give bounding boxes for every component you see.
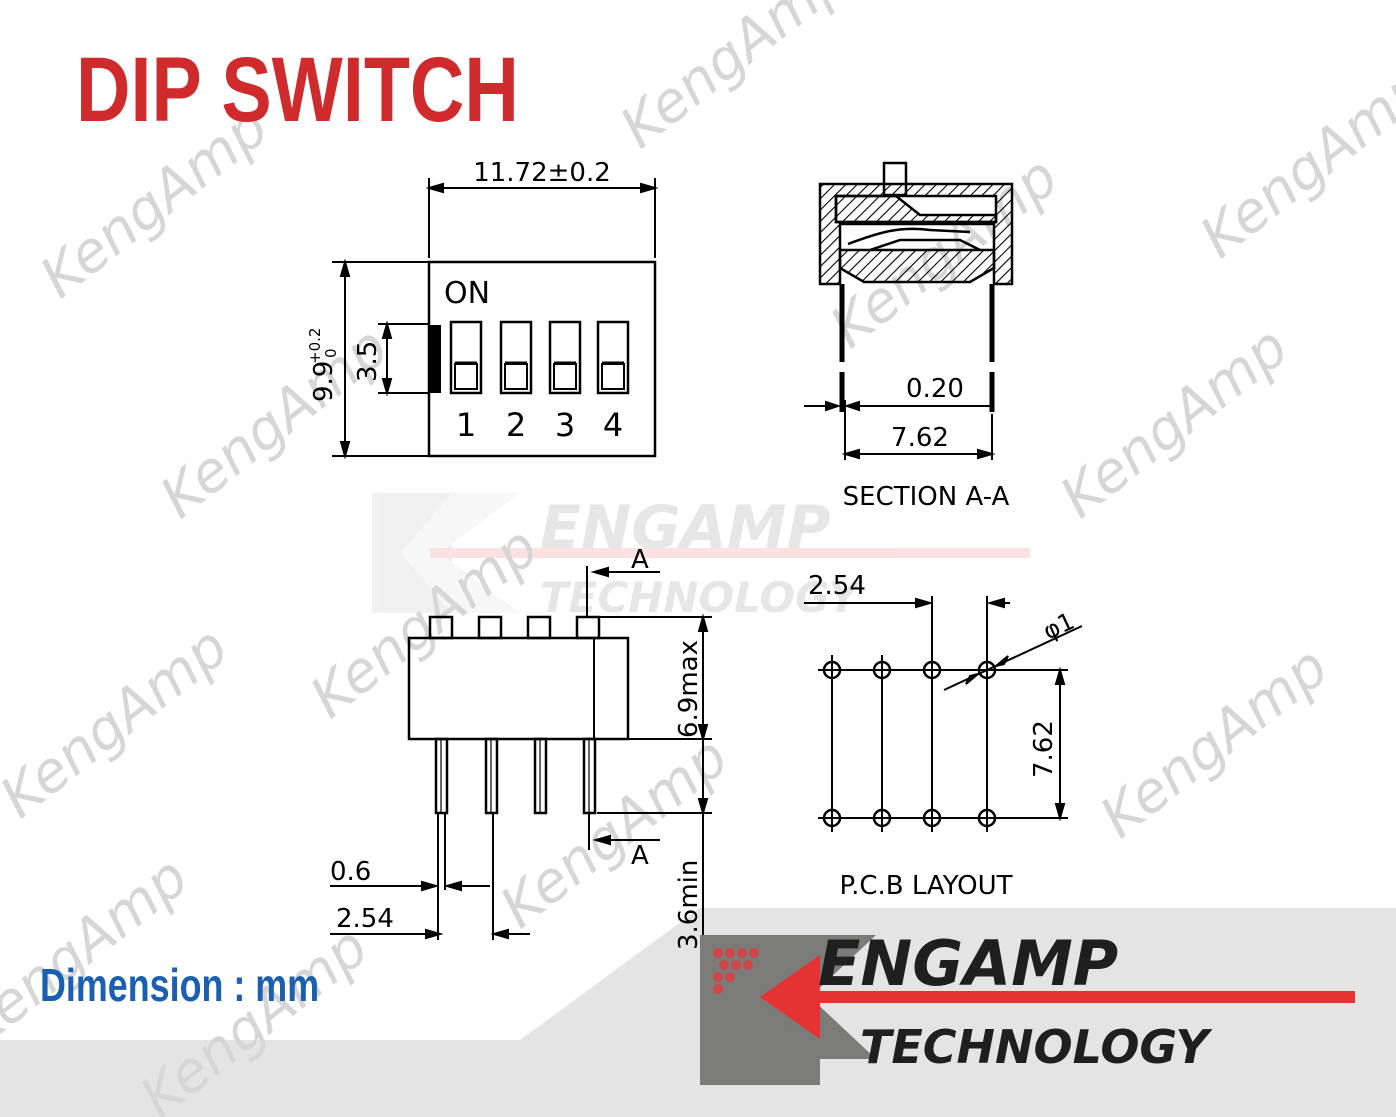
logo-red-arrow [760, 955, 1355, 1039]
switch-4 [596, 320, 630, 395]
side-height-label: 6.9max [674, 640, 704, 738]
pin-thickness-label: 0.20 [906, 374, 964, 404]
dimension-unit-note: Dimension : mm [40, 959, 320, 1011]
pin-width-label: 0.6 [330, 857, 371, 887]
switch-2 [499, 320, 533, 395]
pcb-row-spacing-label: 7.62 [1029, 720, 1059, 778]
logo-dots [713, 948, 759, 994]
pcb-pitch-label: 2.54 [808, 571, 866, 601]
page-title: DIP SWITCH [76, 39, 519, 141]
switch-number-4: 4 [603, 406, 623, 444]
pcb-caption: P.C.B LAYOUT [839, 871, 1012, 901]
logo-subtitle: TECHNOLOGY [860, 1020, 1213, 1074]
logo-name: ENGAMP [818, 935, 1118, 1000]
section-caption: SECTION A-A [843, 482, 1010, 512]
on-label: ON [444, 276, 490, 311]
switch-number-1: 1 [456, 406, 476, 444]
hole-diameter-label: φ1 [1039, 607, 1079, 646]
watermark-logo: ENGAMP TECHNOLOGY [372, 493, 1030, 622]
section-mark-bottom: A [631, 841, 649, 871]
switch-number-3: 3 [555, 406, 575, 444]
switch-3 [548, 320, 582, 395]
svg-text:0: 0 [322, 348, 340, 358]
side-pitch-label: 2.54 [336, 904, 394, 934]
svg-text:9.9: 9.9 [309, 361, 339, 402]
watermark-logo-subtitle: TECHNOLOGY [540, 573, 862, 622]
section-row-spacing-label: 7.62 [891, 423, 949, 453]
pin-length-label: 3.6min [674, 860, 704, 950]
switch-number-2: 2 [506, 406, 526, 444]
switch-1 [449, 320, 483, 395]
section-mark-top: A [631, 545, 649, 575]
svg-text:+0.2: +0.2 [306, 328, 324, 364]
bottom-gray-band [0, 908, 1396, 1117]
height-dimension-label: 9.9 +0.2 0 [306, 328, 340, 402]
kengamp-logo: ENGAMP TECHNOLOGY [700, 935, 1355, 1085]
width-dimension-label: 11.72±0.2 [473, 158, 611, 188]
watermark-logo-text: ENGAMP [540, 493, 831, 563]
slot-dimension-label: 3.5 [353, 341, 383, 382]
